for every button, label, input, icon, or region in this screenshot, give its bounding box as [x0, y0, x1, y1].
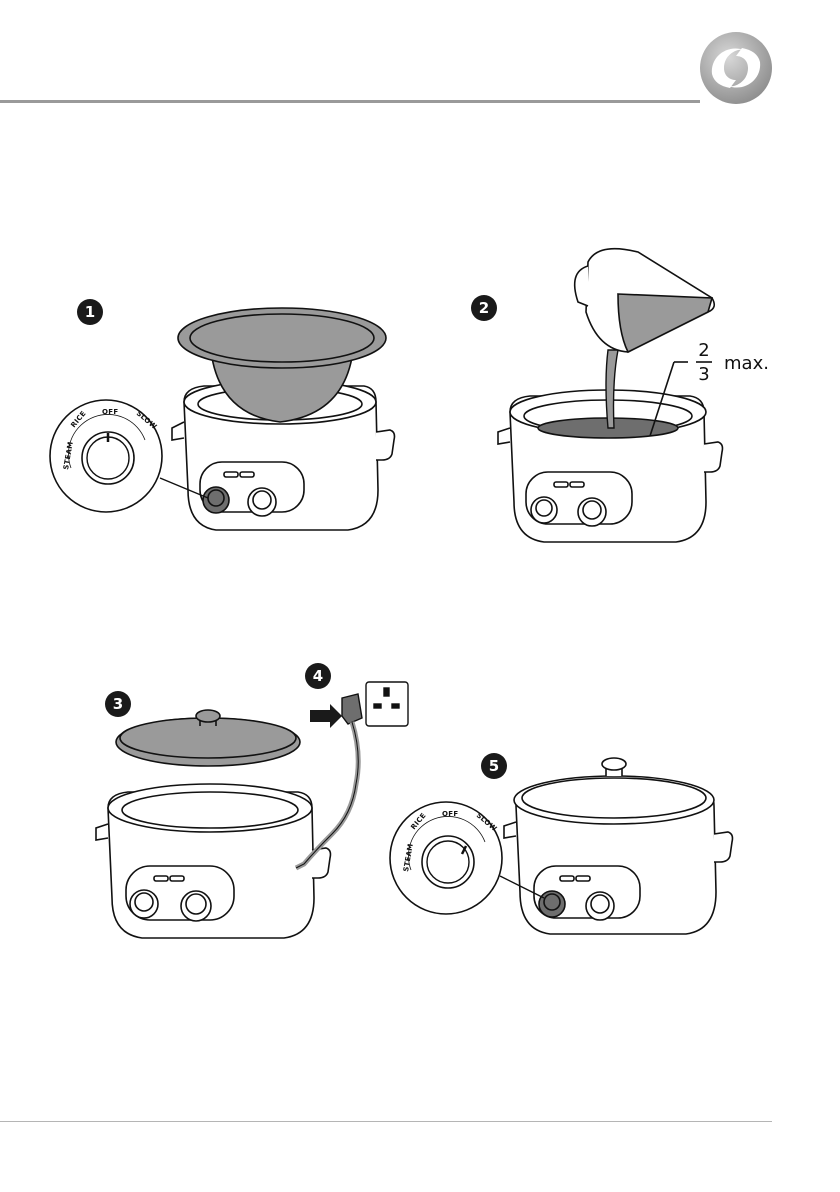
- step-5-figure: 5: [384, 742, 764, 952]
- footer-rule: [0, 1121, 772, 1122]
- power-plug: [342, 694, 362, 724]
- slow-cooker-closed: [504, 758, 733, 934]
- brand-swirl-icon: [698, 30, 774, 106]
- fill-suffix: max.: [724, 353, 769, 374]
- fill-label: 2 3 max.: [696, 340, 769, 385]
- step-4-badge: 4: [305, 663, 331, 689]
- power-cord: [296, 722, 358, 868]
- measuring-jug: [575, 249, 715, 352]
- header-rule: [0, 100, 700, 103]
- step-2-figure: 2: [468, 232, 798, 562]
- step-5-number: 5: [489, 757, 499, 775]
- step-3-number: 3: [113, 695, 123, 713]
- step-5-badge: 5: [481, 753, 507, 779]
- wall-socket: [366, 682, 408, 726]
- step-1-figure: 1: [44, 290, 404, 550]
- step-2-number: 2: [479, 299, 489, 317]
- dial-zoom: STEAM RICE OFF SLOW: [390, 802, 502, 914]
- step-3-badge: 3: [105, 691, 131, 717]
- fill-numerator: 2: [698, 340, 709, 361]
- dial-zoom: STEAM RICE OFF SLOW: [50, 400, 162, 512]
- step-1-badge: 1: [77, 299, 103, 325]
- step-4-number: 4: [313, 667, 323, 685]
- step-2-badge: 2: [471, 295, 497, 321]
- step-1-number: 1: [85, 303, 95, 321]
- dial-label-off: OFF: [442, 810, 458, 818]
- push-arrow-icon: [310, 704, 342, 728]
- fill-denominator: 3: [698, 364, 709, 385]
- glass-lid: [116, 710, 300, 766]
- dial-label-off: OFF: [102, 408, 118, 416]
